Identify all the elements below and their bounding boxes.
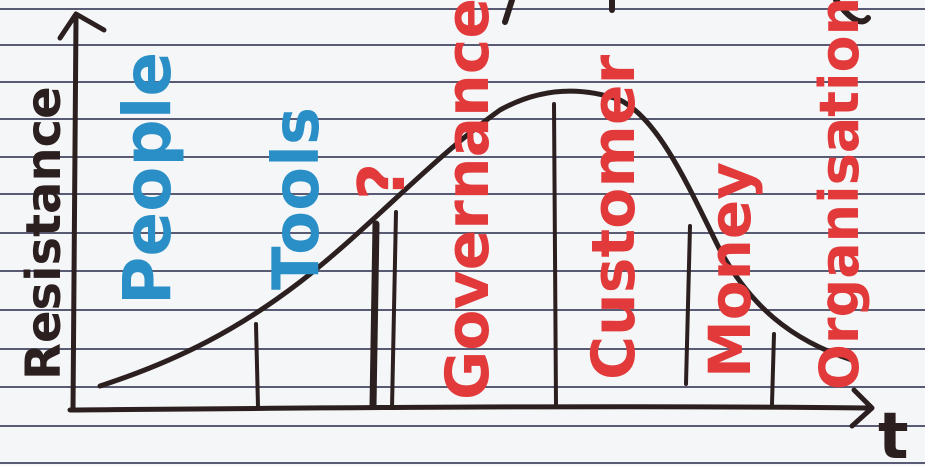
divider-people-tools — [254, 322, 260, 409]
resistance-curve — [97, 88, 855, 389]
label-tools: Tools — [260, 107, 334, 290]
ruled-line — [0, 386, 925, 388]
ruled-line — [0, 81, 925, 83]
x-axis-arrowhead — [849, 387, 875, 429]
ruled-line — [0, 425, 925, 427]
ruled-line — [0, 309, 925, 311]
y-axis-label: Resistance — [16, 86, 72, 380]
x-axis-label: t — [878, 400, 909, 466]
divider-customer-money — [684, 224, 692, 386]
y-axis-arrowhead — [57, 11, 107, 41]
divider-question-governance — [390, 210, 398, 410]
label-money: Money — [696, 162, 764, 378]
label-people: People — [109, 52, 186, 305]
ruled-line — [0, 462, 925, 464]
ruled-line — [0, 156, 925, 158]
divider-governance-customer — [552, 102, 558, 407]
ruled-line — [0, 118, 925, 120]
y-axis — [70, 15, 79, 413]
stray-ink-mark — [833, 0, 871, 25]
ruled-line — [0, 232, 925, 234]
ruled-line — [0, 44, 925, 46]
divider-money-organisation — [770, 332, 776, 406]
ruled-line — [0, 348, 925, 350]
ruled-line — [0, 270, 925, 272]
ruled-line — [0, 8, 925, 10]
label-customer: Customer — [579, 54, 649, 380]
ruled-line — [0, 193, 925, 195]
divider-tools-question — [369, 220, 380, 410]
x-axis — [67, 404, 871, 413]
label-governance: Governance — [433, 0, 503, 400]
label-question: ? — [346, 163, 420, 200]
stray-ink-mark — [502, 0, 515, 25]
label-organisation: Organisation — [808, 0, 871, 390]
